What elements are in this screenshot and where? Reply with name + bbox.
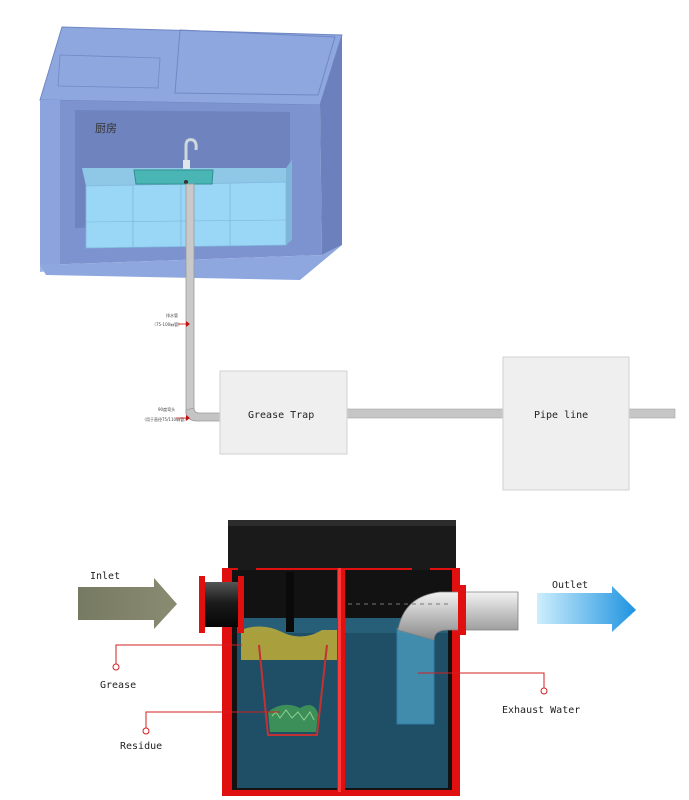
exhaust-label: Exhaust Water xyxy=(502,705,580,716)
main-pipe-segment xyxy=(345,408,505,419)
residue-callout xyxy=(142,711,280,735)
outlet-label: Outlet xyxy=(552,580,588,591)
exhaust-callout xyxy=(418,672,548,695)
grease-label: Grease xyxy=(100,680,136,691)
svg-text:排水管: 排水管 xyxy=(166,312,178,318)
inlet-arrow xyxy=(78,578,177,629)
pipe-line-label: Pipe line xyxy=(534,410,588,421)
grease-callout xyxy=(112,644,242,671)
grease-trap-label: Grease Trap xyxy=(248,410,314,421)
pipe-line-box xyxy=(502,356,630,491)
grease-trap-box xyxy=(219,370,348,455)
inlet-label: Inlet xyxy=(90,571,120,582)
svg-text:（75-100㎜管）: （75-100㎜管） xyxy=(152,321,182,327)
sink xyxy=(133,169,214,185)
outlet-arrow xyxy=(537,586,636,632)
pipe-note-drain: 排水管 （75-100㎜管） xyxy=(152,312,190,327)
svg-text:90度弯头: 90度弯头 xyxy=(158,406,175,412)
kitchen-label: 厨房 xyxy=(95,122,117,135)
faucet xyxy=(183,138,198,169)
grease-trap-tank xyxy=(199,520,519,796)
residue-label: Residue xyxy=(120,741,162,752)
outlet-pipe-segment xyxy=(628,408,676,419)
svg-text:（用于直径75/110㎜管）: （用于直径75/110㎜管） xyxy=(142,416,188,422)
pipe-note-elbow: 90度弯头 （用于直径75/110㎜管） xyxy=(142,406,190,422)
